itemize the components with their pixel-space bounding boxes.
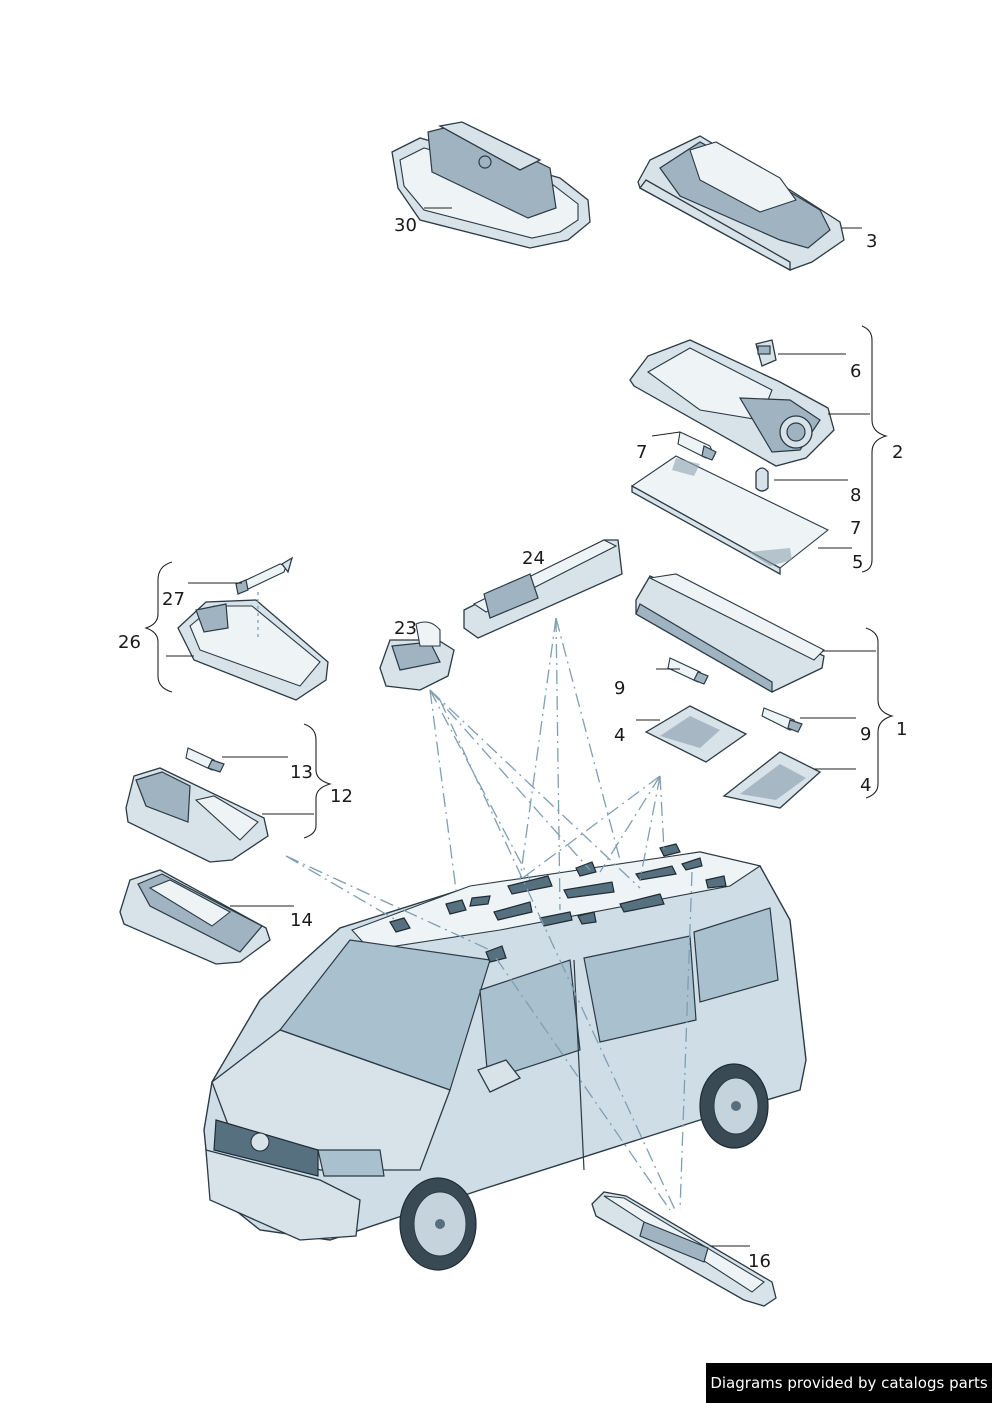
callout-6: 6 (850, 361, 861, 382)
part-14-light (119, 869, 271, 965)
callout-3: 3 (866, 231, 877, 252)
callout-13: 13 (290, 762, 313, 783)
callout-12: 12 (330, 786, 353, 807)
part-27-bulb (235, 556, 294, 595)
part-23-light (379, 621, 455, 691)
callout-4-right: 4 (860, 775, 871, 796)
part-13-bulb (185, 747, 225, 773)
part-6-switch (755, 339, 777, 367)
van-illustration (203, 843, 807, 1271)
callout-23: 23 (394, 618, 417, 639)
part-9-bulb-left (667, 657, 709, 685)
part-8-cap (755, 467, 769, 492)
callout-24: 24 (522, 548, 545, 569)
callout-9-left: 9 (614, 678, 625, 699)
footer-credit: Diagrams provided by catalogs parts (706, 1363, 992, 1403)
callout-labels: 30 3 6 2 7 8 7 5 24 27 26 23 9 1 9 4 4 1… (118, 215, 907, 1272)
part-2-light-housing (629, 339, 835, 467)
part-5-lens (630, 455, 830, 576)
part-7-bulb (677, 431, 717, 461)
part-12-light-housing (125, 767, 269, 863)
callout-27: 27 (162, 589, 185, 610)
part-26-light (177, 599, 329, 701)
callout-4-left: 4 (614, 725, 625, 746)
callout-8: 8 (850, 485, 861, 506)
part-1-light-housing (635, 573, 825, 694)
callout-7-lower: 7 (850, 518, 861, 539)
callout-7-upper: 7 (636, 442, 647, 463)
part-4-lens-left (644, 705, 748, 763)
callout-5: 5 (852, 552, 863, 573)
callout-1: 1 (896, 719, 907, 740)
callout-16: 16 (748, 1251, 771, 1272)
callout-26: 26 (118, 632, 141, 653)
braces (144, 325, 894, 839)
part-9-bulb-right (761, 707, 803, 733)
callout-30: 30 (394, 215, 417, 236)
part-3-interior-light (637, 135, 845, 272)
part-30-interior-light (391, 121, 591, 249)
leader-lines (166, 207, 876, 1247)
part-24-light-strip (463, 539, 623, 639)
callout-14: 14 (290, 910, 313, 931)
connection-lines (285, 617, 693, 1213)
callout-9-right: 9 (860, 724, 871, 745)
part-16-sill-light (591, 1191, 777, 1307)
callout-2: 2 (892, 442, 903, 463)
part-4-lens-right (722, 751, 822, 809)
